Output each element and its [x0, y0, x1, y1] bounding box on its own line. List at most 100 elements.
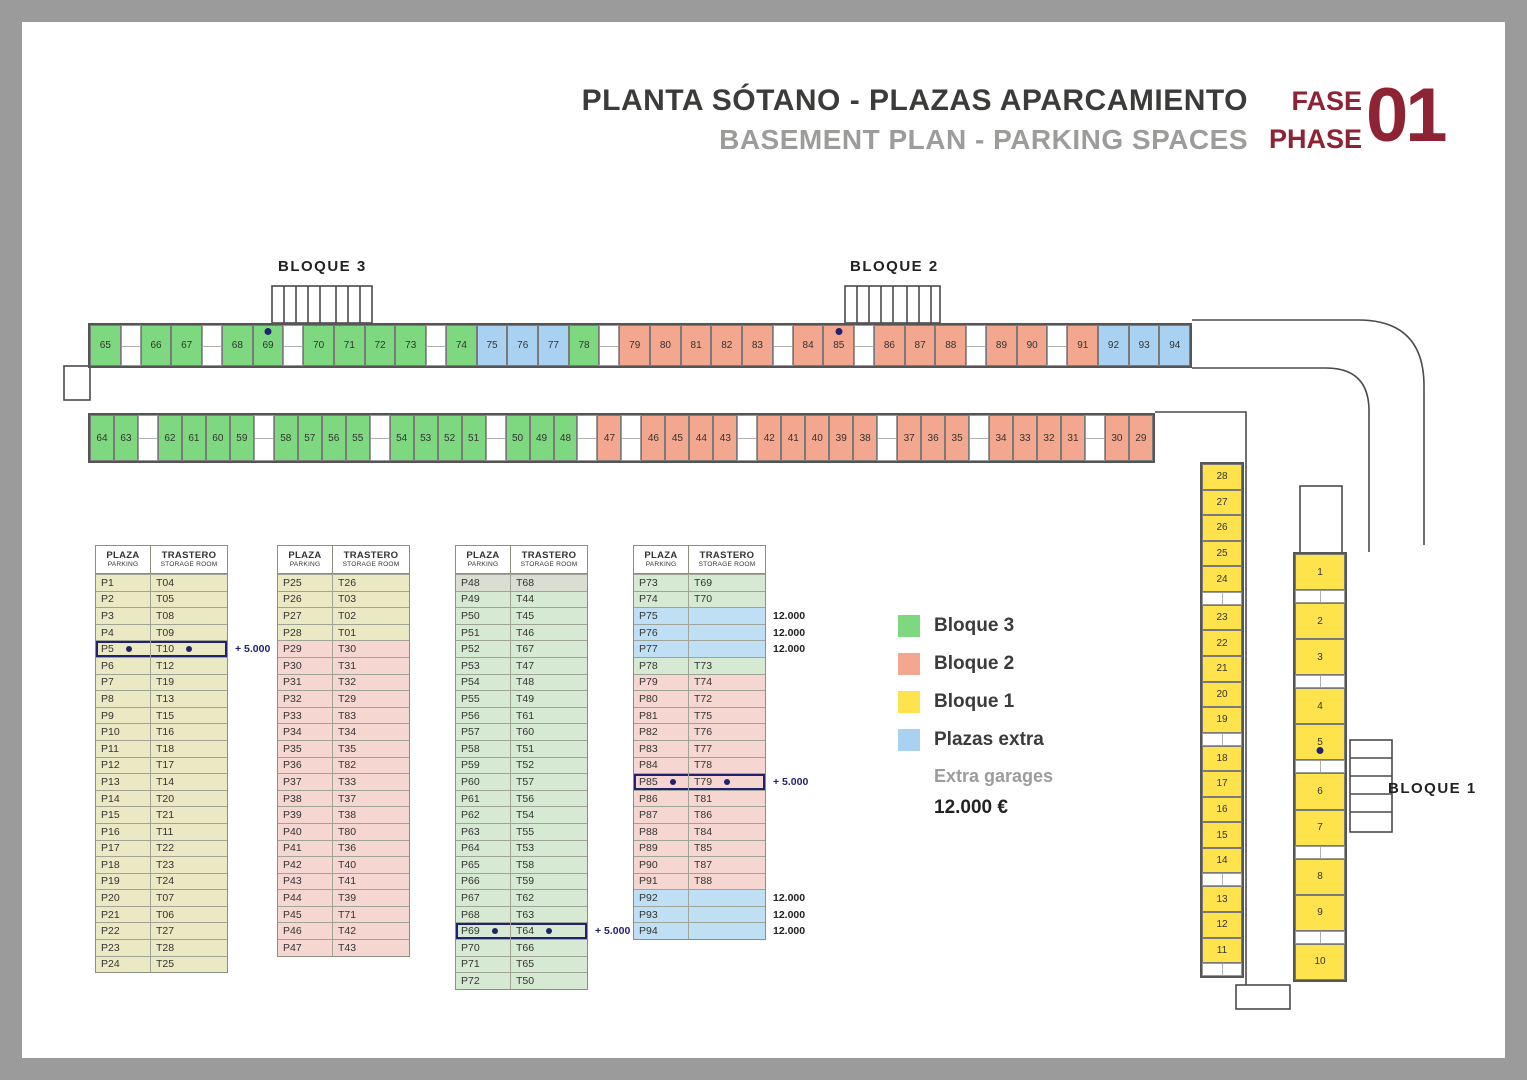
- trastero-cell: T43: [338, 941, 357, 954]
- plaza-cell: P71: [456, 956, 511, 973]
- plazas-extra-swatch: [898, 729, 920, 751]
- parking-space-number: 51: [468, 432, 480, 444]
- parking-space-7: 7: [1295, 809, 1345, 846]
- parking-space-number: 3: [1317, 651, 1323, 663]
- trastero-cell: [689, 608, 765, 624]
- parking-space-15: 15: [1202, 822, 1242, 848]
- parking-space-number: 12: [1216, 919, 1228, 931]
- parking-space-47: 47: [597, 415, 622, 461]
- parking-space-43: 43: [713, 415, 738, 461]
- plaza-cell: P48: [456, 575, 511, 591]
- plaza-cell: P83: [634, 740, 689, 757]
- trastero-cell: T56: [516, 792, 535, 805]
- parking-space-81: 81: [680, 325, 712, 366]
- trastero-cell: T23: [156, 858, 175, 871]
- parking-space-50: 50: [505, 415, 530, 461]
- trastero-cell: T41: [338, 875, 357, 888]
- parking-space-4: 4: [1295, 688, 1345, 725]
- parking-space-27: 27: [1202, 489, 1242, 516]
- plaza-cell: P77: [634, 641, 689, 657]
- storage-rooms-cell: [969, 415, 990, 461]
- parking-space-number: 49: [535, 432, 548, 444]
- bloque3-swatch: [898, 615, 920, 637]
- row-note: 12.000: [773, 925, 806, 938]
- trastero-cell: T74: [694, 676, 713, 689]
- plaza-cell: P68: [456, 906, 511, 923]
- storage-rooms-cell: [599, 325, 620, 366]
- parking-space-number: 66: [150, 340, 162, 351]
- plaza-cell: P42: [278, 857, 333, 873]
- parking-space-number: 44: [695, 432, 707, 444]
- parking-space-number: 24: [1216, 573, 1228, 585]
- plaza-cell: P29: [278, 641, 333, 657]
- plaza-cell: P14: [96, 790, 151, 807]
- parking-space-34: 34: [989, 415, 1014, 461]
- parking-space-number: 46: [647, 432, 659, 444]
- marker-dot: [724, 778, 731, 785]
- trastero-cell: [689, 641, 765, 657]
- trastero-cell: T44: [516, 593, 535, 606]
- parking-space-number: 10: [1314, 956, 1326, 968]
- parking-space-number: 5: [1317, 736, 1323, 748]
- parking-space-63: 63: [113, 415, 138, 461]
- parking-space-number: 22: [1216, 637, 1228, 649]
- parking-space-number: 60: [212, 432, 224, 444]
- parking-space-60: 60: [205, 415, 230, 461]
- parking-space-78: 78: [568, 325, 600, 366]
- parking-space-number: 69: [262, 340, 274, 351]
- trastero-cell: T75: [694, 709, 713, 722]
- parking-space-93: 93: [1128, 325, 1160, 366]
- page-subtitle: BASEMENT PLAN - PARKING SPACES: [719, 124, 1248, 155]
- parking-space-69: 69: [252, 325, 284, 366]
- plaza-cell: P78: [634, 657, 689, 674]
- parking-space-number: 80: [659, 340, 671, 351]
- parking-space-number: 31: [1067, 432, 1079, 444]
- trastero-cell: T72: [694, 692, 713, 705]
- trastero-cell: T59: [516, 875, 535, 888]
- parking-space-number: 27: [1216, 496, 1228, 508]
- parking-space-26: 26: [1202, 515, 1242, 541]
- parking-space-89: 89: [986, 325, 1017, 366]
- parking-space-number: 74: [455, 340, 467, 351]
- plaza-cell: P37: [278, 774, 333, 790]
- legend: Bloque 3 Bloque 2 Bloque 1 Plazas extra …: [898, 614, 1053, 819]
- marker-dot: [835, 328, 843, 335]
- parking-space-71: 71: [334, 325, 365, 366]
- parking-space-number: 7: [1317, 822, 1323, 834]
- parking-space-number: 67: [181, 340, 193, 351]
- plaza-cell: P55: [456, 691, 511, 707]
- trastero-cell: T03: [338, 593, 357, 606]
- plaza-cell: P15: [96, 807, 151, 823]
- parking-space-86: 86: [874, 325, 905, 366]
- trastero-cell: T71: [338, 908, 357, 921]
- trastero-cell: T18: [156, 742, 175, 755]
- storage-rooms-cell: [369, 415, 390, 461]
- storage-rooms-cell: [1084, 415, 1105, 461]
- parking-space-48: 48: [553, 415, 578, 461]
- parking-space-25: 25: [1202, 540, 1242, 567]
- parking-space-29: 29: [1128, 415, 1153, 461]
- trastero-cell: T34: [338, 726, 357, 739]
- parking-space-46: 46: [641, 415, 666, 461]
- trastero-cell: T54: [516, 809, 535, 822]
- parking-space-number: 82: [721, 340, 733, 351]
- parking-space-38: 38: [853, 415, 878, 461]
- plaza-cell: P38: [278, 790, 333, 807]
- trastero-cell: T19: [156, 676, 175, 689]
